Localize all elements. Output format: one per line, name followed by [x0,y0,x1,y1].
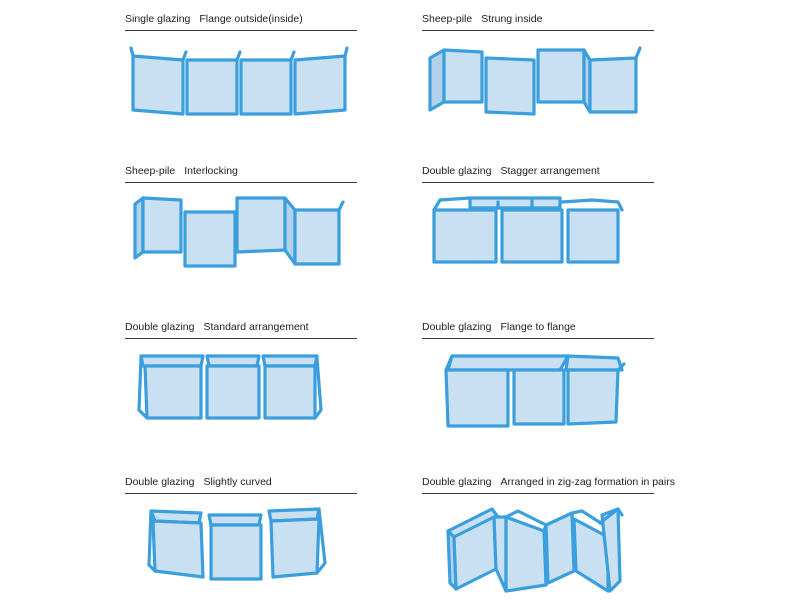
divider-line [125,30,357,31]
glazing-type: Double glazing [422,476,492,488]
panel-label: Single glazing Flange outside(inside) [125,12,303,26]
panel-label: Double glazing Arranged in zig-zag format… [422,475,675,489]
glazing-type: Double glazing [125,321,195,333]
panel-label: Double glazing Slightly curved [125,475,272,489]
arrangement-name: Stagger arrangement [500,165,600,177]
glazing-type: Double glazing [422,165,492,177]
double-glazing-curved-illustration [147,507,327,581]
panel-label: Double glazing Stagger arrangement [422,164,600,178]
divider-line [422,30,654,31]
glazing-type: Double glazing [422,321,492,333]
double-glazing-standard-illustration [137,354,323,420]
panel-label: Double glazing Standard arrangement [125,320,309,334]
double-glazing-flange-to-flange-illustration [444,354,626,428]
arrangement-name: Slightly curved [203,476,272,488]
glazing-type: Double glazing [125,476,195,488]
sheet-pile-strung-illustration [428,46,642,116]
arrangement-name: Interlocking [184,165,238,177]
divider-line [422,338,654,339]
divider-line [125,338,357,339]
divider-line [125,182,357,183]
panel-label: Sheep-pile Interlocking [125,164,238,178]
arrangement-name: Standard arrangement [203,321,309,333]
sheet-pile-interlocking-illustration [133,196,345,268]
double-glazing-stagger-illustration [432,196,624,264]
arrangement-name: Flange outside(inside) [199,13,303,25]
divider-line [422,182,654,183]
arrangement-name: Strung inside [481,13,543,25]
double-glazing-zig-zag-illustration [446,507,624,593]
single-glazing-flange-illustration [129,46,349,116]
divider-line [422,493,654,494]
divider-line [125,493,357,494]
panel-label: Double glazing Flange to flange [422,320,576,334]
panel-label: Sheep-pile Strung inside [422,12,543,26]
arrangement-name: Arranged in zig-zag formation in pairs [500,476,675,488]
glazing-type: Sheep-pile [422,13,473,25]
glazing-type: Single glazing [125,13,191,25]
arrangement-name: Flange to flange [500,321,576,333]
glazing-type: Sheep-pile [125,165,176,177]
